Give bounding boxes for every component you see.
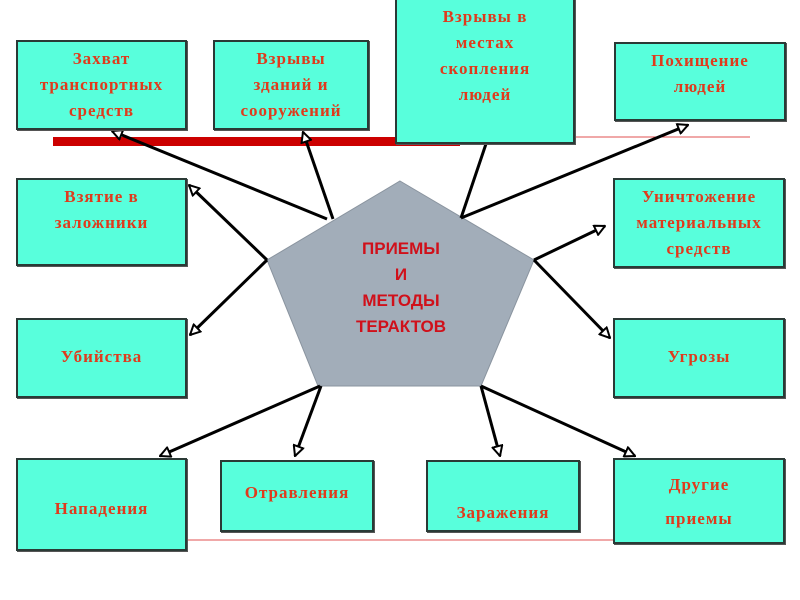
arrow-3 — [459, 132, 490, 219]
method-building-explosions: Взрывы зданий и сооружений — [213, 40, 369, 130]
arrow-5 — [189, 185, 269, 262]
method-property-destruction: Уничтожение материальных средств — [613, 178, 785, 268]
method-threats: Угрозы — [613, 318, 785, 398]
method-contamination: Заражения — [426, 460, 580, 532]
arrow-1 — [112, 131, 328, 221]
method-vehicle-seizure: Захват транспортных средств — [16, 40, 187, 130]
center-pentagon — [266, 180, 535, 387]
arrow-7 — [533, 224, 605, 262]
method-murders: Убийства — [16, 318, 187, 398]
arrow-12 — [480, 384, 635, 456]
method-crowd-explosions: Взрывы в местах скопления людей — [395, 0, 575, 144]
method-hostage-taking: Взятие в заложники — [16, 178, 187, 266]
method-other: Другие приемы — [613, 458, 785, 544]
center-title: ПРИЕМЫ И МЕТОДЫ ТЕРАКТОВ — [355, 239, 447, 336]
method-poisoning: Отравления — [220, 460, 374, 532]
arrow-4 — [460, 125, 688, 220]
arrows — [112, 125, 688, 456]
arrow-11 — [479, 385, 500, 456]
arrow-6 — [190, 258, 269, 335]
arrow-2 — [303, 132, 335, 220]
arrow-8 — [532, 258, 610, 338]
red-bar — [53, 137, 460, 146]
arrow-9 — [160, 384, 321, 456]
method-attacks: Нападения — [16, 458, 187, 551]
arrow-10 — [295, 385, 323, 456]
method-kidnapping: Похищение людей — [614, 42, 786, 121]
